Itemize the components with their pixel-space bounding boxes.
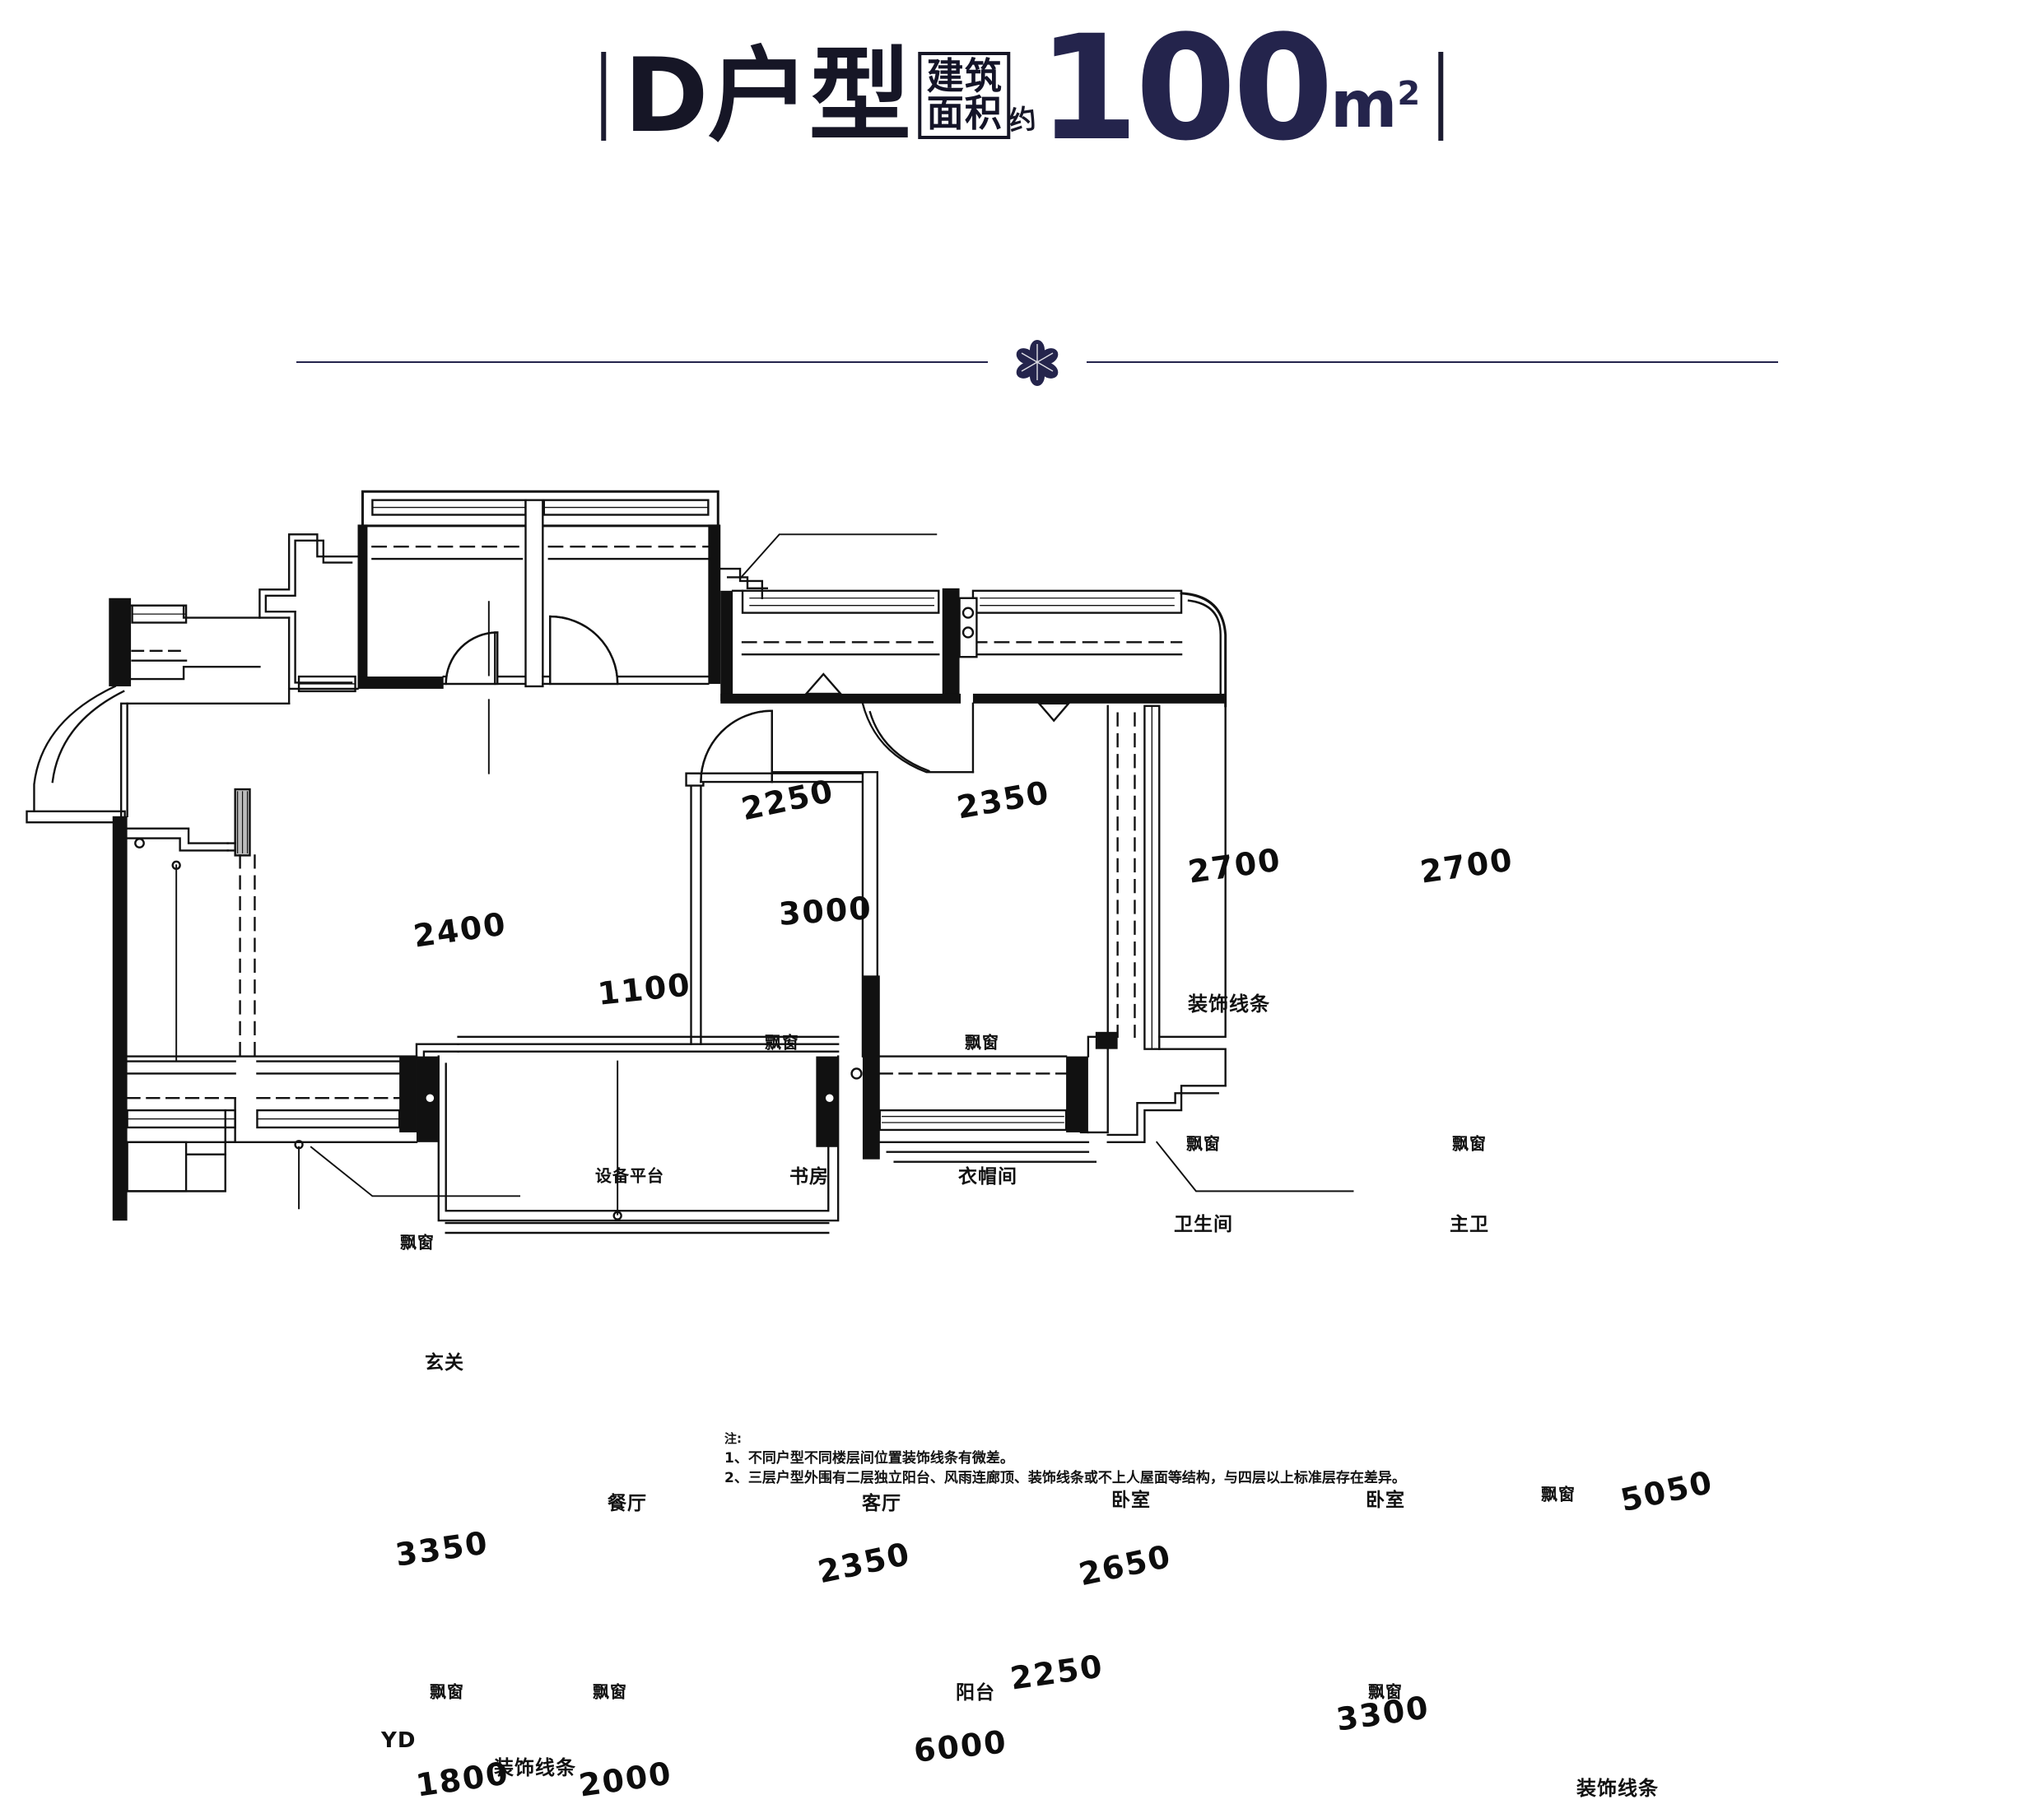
note-item: 1、不同户型不同楼层间位置装饰线条有微差。 — [724, 1449, 1014, 1467]
area-label-box: 建筑 面积 — [918, 52, 1011, 140]
bay-window-label: 飘窗 — [965, 1032, 999, 1053]
title-left-bar — [600, 52, 606, 142]
dimension-label: 1800 — [413, 1755, 512, 1804]
area-label-line2: 面积 — [926, 92, 1003, 135]
dimension-label: 6000 — [912, 1723, 1009, 1769]
floor-plan-drawing — [26, 490, 1354, 1234]
room-label: 餐厅 — [608, 1493, 647, 1514]
room-label: 玄关 — [425, 1352, 464, 1374]
room-label: 设备平台 — [595, 1165, 664, 1186]
room-label: 卫生间 — [1174, 1214, 1233, 1235]
dimension-label: 2000 — [576, 1755, 675, 1804]
area-value: 100 — [1037, 4, 1334, 173]
area-unit-text: m — [1330, 68, 1398, 143]
section-divider — [296, 337, 1778, 387]
room-label: 主卫 — [1450, 1214, 1489, 1235]
note-item: 2、三层户型外围有二层独立阳台、风雨连廊顶、装饰线条或不上人屋面等结构，与四层以… — [724, 1470, 1406, 1487]
divider-line-right — [1087, 361, 1778, 363]
yd-label: YD — [381, 1728, 417, 1753]
notes-heading: 注: — [724, 1431, 742, 1446]
room-label: 卧室 — [1366, 1490, 1405, 1511]
bay-window-label: 飘窗 — [765, 1032, 799, 1053]
room-label: 卧室 — [1111, 1490, 1151, 1511]
title-row: D户型 建筑 面积 约 100 m2 — [583, 4, 1461, 173]
callout-label: 装饰线条 — [1188, 993, 1270, 1016]
room-label: 书房 — [789, 1166, 829, 1188]
floor-plan: 书房 衣帽间 设备平台 卫生间 主卫 玄关 餐厅 客厅 卧室 卧室 阳台 飘窗 … — [0, 461, 2044, 1804]
bay-window-label: 飘窗 — [1452, 1133, 1487, 1154]
area-unit-exponent: 2 — [1397, 75, 1421, 114]
page-header: D户型 建筑 面积 约 100 m2 — [0, 0, 2044, 189]
room-label: 阳台 — [956, 1682, 995, 1704]
callout-label: 装饰线条 — [1576, 1777, 1659, 1800]
bay-window-label: 飘窗 — [430, 1681, 464, 1702]
title-right-bar — [1438, 52, 1444, 142]
bay-window-label: 飘窗 — [1186, 1133, 1221, 1154]
dimension-label: 3000 — [777, 890, 874, 932]
notes-block: 注: 1、不同户型不同楼层间位置装饰线条有微差。 2、三层户型外围有二层独立阳台… — [724, 1430, 1406, 1489]
bay-window-label: 飘窗 — [1541, 1484, 1576, 1504]
dimension-label: 3300 — [1334, 1689, 1432, 1738]
bay-window-label: 飘窗 — [400, 1232, 435, 1253]
divider-line-left — [296, 361, 988, 363]
area-label-line1: 建筑 — [926, 55, 1003, 98]
room-label: 衣帽间 — [958, 1166, 1017, 1188]
dimension-label: 2250 — [1008, 1648, 1106, 1697]
approx-label: 约 — [1007, 102, 1039, 138]
area-unit: m2 — [1330, 68, 1420, 142]
flower-ornament-icon — [1016, 340, 1059, 386]
room-label: 客厅 — [862, 1493, 901, 1514]
unit-type-title: D户型 — [623, 37, 911, 156]
bay-window-label: 飘窗 — [593, 1681, 627, 1702]
